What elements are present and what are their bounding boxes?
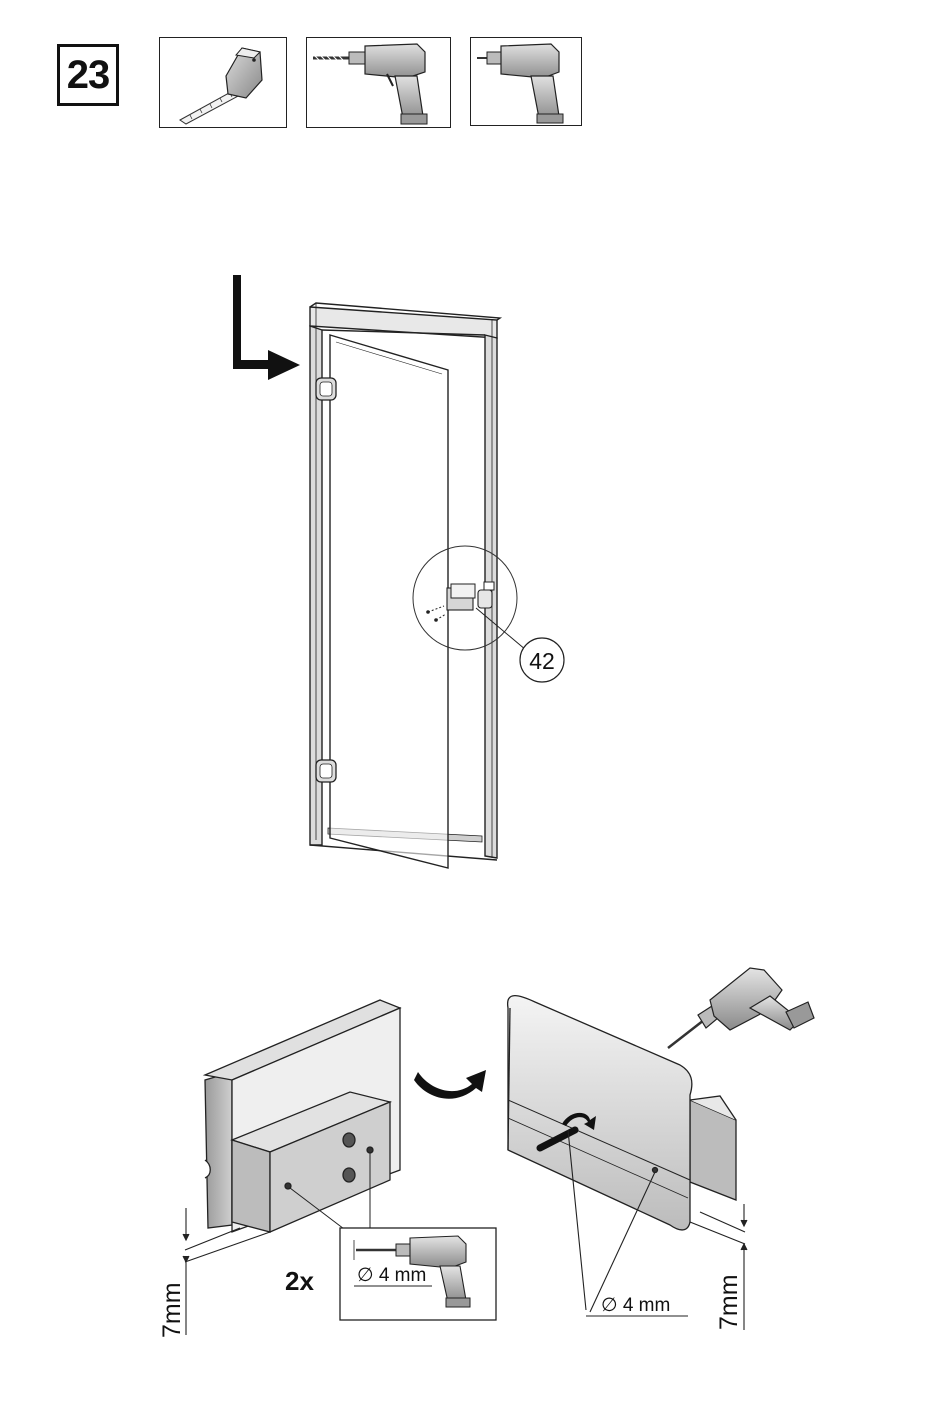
hinge-bottom-icon (316, 760, 336, 782)
right-drill-diameter: ∅ 4 mm (601, 1295, 670, 1316)
flip-arrow-icon (414, 1070, 486, 1099)
glass-door (330, 335, 448, 868)
right-drill-icon (668, 968, 814, 1048)
left-drill-diameter: ∅ 4 mm (357, 1265, 426, 1286)
right-edge-distance: 7mm (715, 1274, 743, 1330)
hinge-top-icon (316, 378, 336, 400)
part-number-label: 42 (529, 648, 555, 674)
right-detail-profile (508, 996, 736, 1230)
drill-spec-box: ∅ 4 mm (340, 1228, 496, 1320)
left-edge-distance: 7mm (158, 1282, 186, 1338)
quantity-label: 2x (285, 1266, 314, 1296)
part-callout-42: 42 (520, 638, 564, 682)
direction-arrow-icon (233, 275, 300, 380)
